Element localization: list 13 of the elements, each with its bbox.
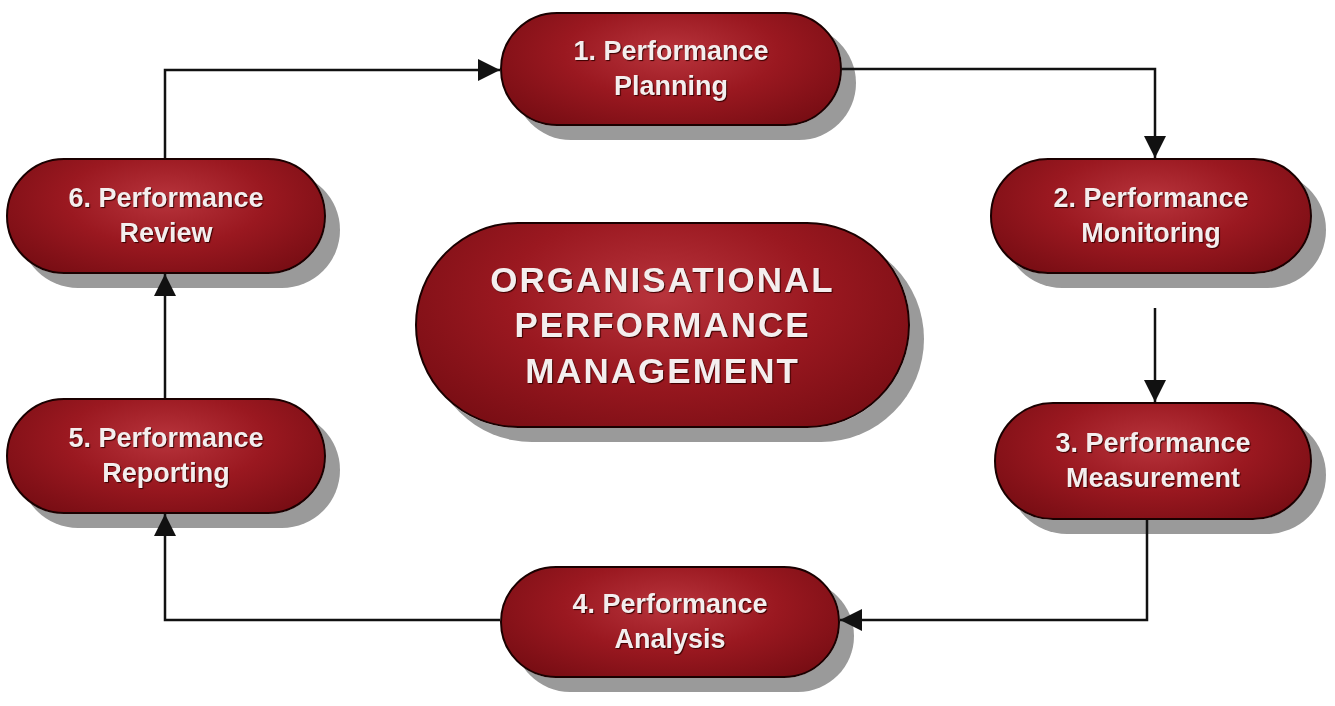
arrow	[842, 67, 1166, 158]
arrow	[154, 514, 500, 622]
arrow	[840, 520, 1149, 631]
arrow	[154, 274, 176, 398]
node-label: 3. Performance Measurement	[1054, 426, 1252, 495]
arrow	[1144, 308, 1166, 402]
node-label: ORGANISATIONAL PERFORMANCE MANAGEMENT	[489, 258, 836, 392]
arrow	[163, 59, 500, 158]
node-label: 5. Performance Reporting	[67, 421, 265, 490]
node-label: 1. Performance Planning	[572, 34, 770, 103]
node-label: 4. Performance Analysis	[571, 587, 769, 656]
node-label: 6. Performance Review	[67, 181, 265, 250]
node-label: 2. Performance Monitoring	[1052, 181, 1250, 250]
